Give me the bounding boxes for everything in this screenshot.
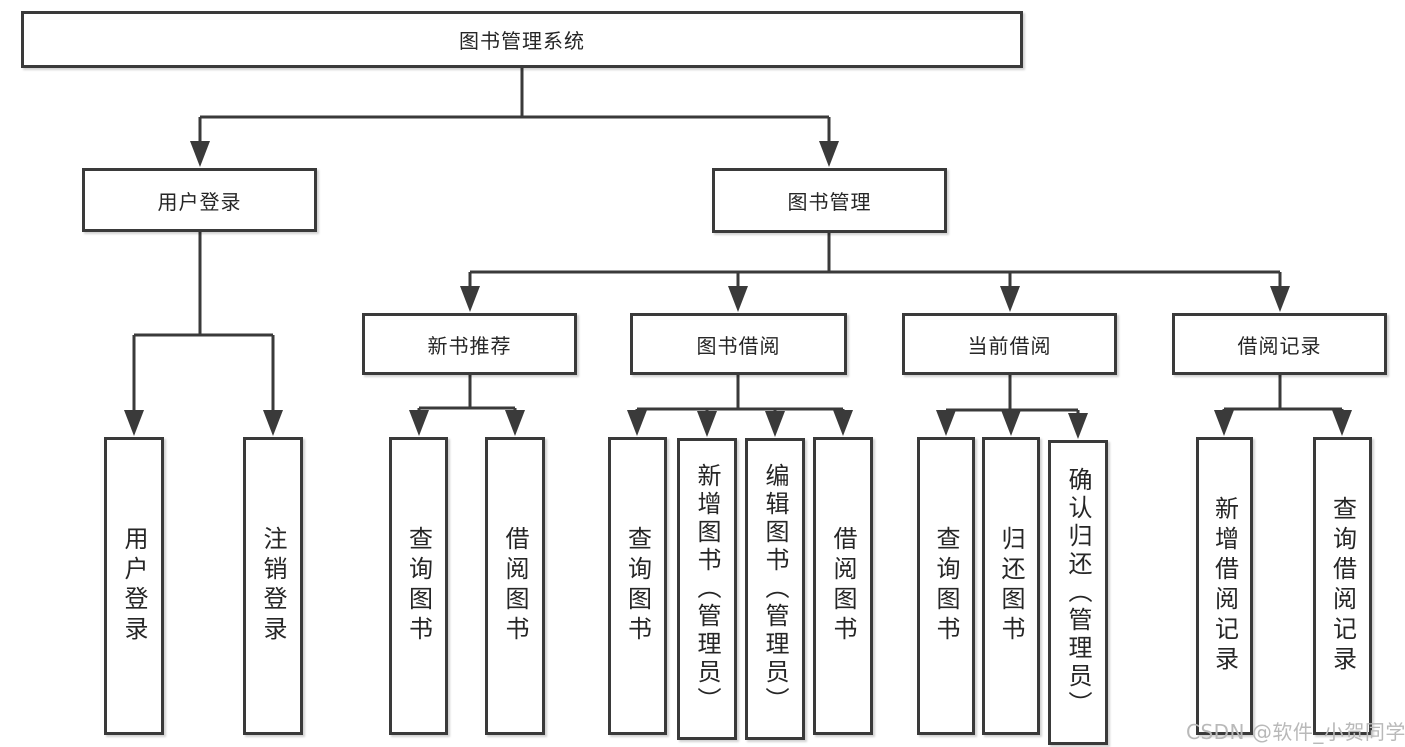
leaf-records-query-record: 查询借阅记录 [1313, 437, 1372, 735]
leaf-borrowing-borrow-books: 借阅图书 [813, 437, 873, 735]
leaf-recommend-query-books: 查询图书 [389, 437, 448, 735]
leaf-user-login: 用户登录 [104, 437, 164, 735]
leaf-borrowing-query-books-label: 查询图书 [623, 526, 652, 646]
leaf-borrowing-edit-book-admin: 编辑图书（管理员） [745, 438, 805, 740]
leaf-records-add-record-label: 新增借阅记录 [1210, 496, 1239, 676]
leaf-recommend-borrow-books-label: 借阅图书 [501, 526, 529, 646]
node-book-borrowing-label: 图书借阅 [696, 333, 781, 358]
node-root-label: 图书管理系统 [459, 29, 585, 53]
node-user-login: 用户登录 [82, 168, 317, 232]
leaf-current-confirm-return-admin: 确认归还（管理员） [1048, 440, 1108, 745]
leaf-current-return-books-label: 归还图书 [997, 526, 1025, 646]
leaf-borrowing-query-books: 查询图书 [608, 437, 667, 735]
leaf-current-query-books-label: 查询图书 [932, 526, 960, 646]
node-root: 图书管理系统 [21, 11, 1023, 68]
leaf-borrowing-add-book-admin-label: 新增图书（管理员） [693, 463, 721, 715]
node-book-borrowing: 图书借阅 [630, 313, 847, 375]
node-book-management-label: 图书管理 [787, 190, 872, 214]
leaf-user-login-label: 用户登录 [120, 526, 148, 646]
leaf-logout-label: 注销登录 [259, 526, 287, 646]
node-current-borrowing-label: 当前借阅 [967, 333, 1052, 358]
leaf-borrowing-edit-book-admin-label: 编辑图书（管理员） [761, 463, 789, 715]
leaf-borrowing-add-book-admin: 新增图书（管理员） [677, 438, 737, 740]
leaf-records-query-record-label: 查询借阅记录 [1328, 496, 1357, 676]
leaf-recommend-borrow-books: 借阅图书 [485, 437, 545, 735]
leaf-records-add-record: 新增借阅记录 [1196, 437, 1253, 735]
node-borrowing-records: 借阅记录 [1172, 313, 1387, 375]
leaf-borrowing-borrow-books-label: 借阅图书 [829, 526, 857, 646]
leaf-logout: 注销登录 [243, 437, 303, 735]
node-new-book-recommend-label: 新书推荐 [427, 333, 512, 358]
leaf-current-return-books: 归还图书 [982, 437, 1040, 735]
node-book-management: 图书管理 [712, 168, 947, 233]
csdn-watermark: CSDN @软件_小贺同学 [1186, 720, 1405, 744]
arrowheads [124, 141, 1352, 439]
node-new-book-recommend: 新书推荐 [362, 313, 577, 375]
leaf-recommend-query-books-label: 查询图书 [404, 526, 433, 646]
leaf-current-confirm-return-admin-label: 确认归还（管理员） [1064, 466, 1092, 719]
node-borrowing-records-label: 借阅记录 [1237, 333, 1322, 358]
node-current-borrowing: 当前借阅 [902, 313, 1117, 375]
node-user-login-label: 用户登录 [157, 189, 242, 214]
leaf-current-query-books: 查询图书 [917, 437, 975, 735]
